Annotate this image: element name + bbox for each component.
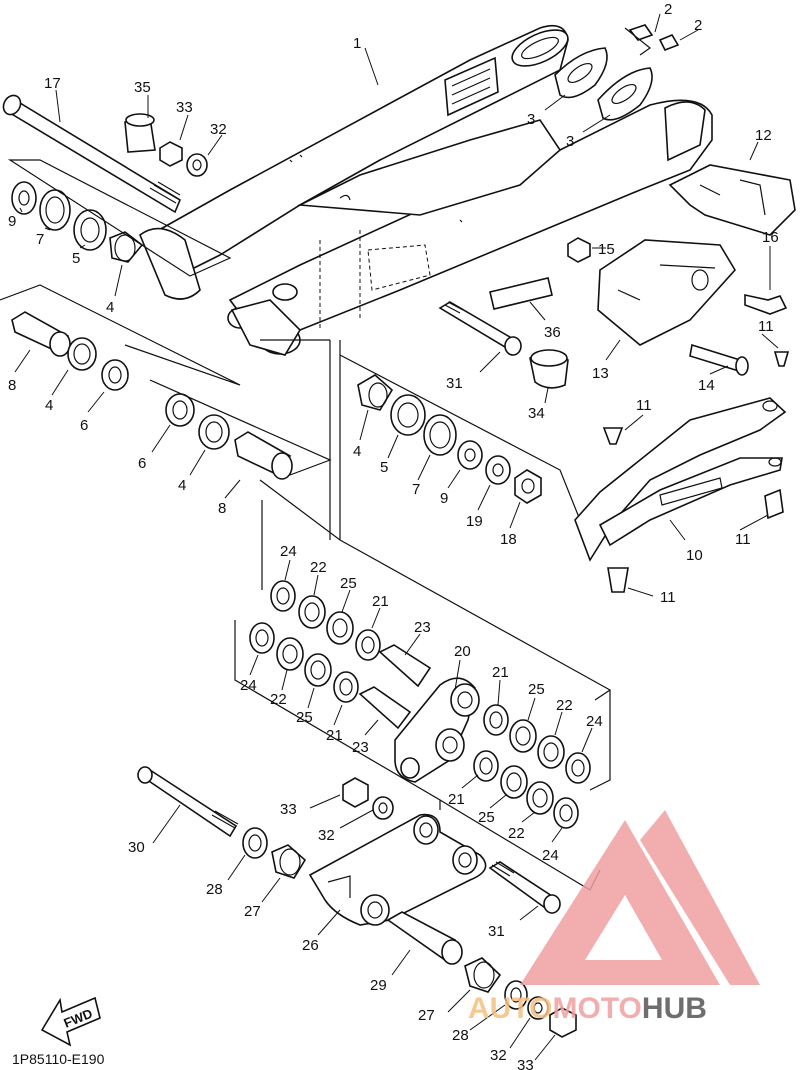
label-21a: 21 xyxy=(372,593,389,610)
label-28a: 28 xyxy=(206,881,223,898)
relay-arm-set xyxy=(234,500,611,829)
label-8a: 8 xyxy=(8,377,16,394)
label-24d: 24 xyxy=(542,847,559,864)
label-10: 10 xyxy=(686,547,703,564)
label-11c: 11 xyxy=(735,531,751,548)
label-22b: 22 xyxy=(270,691,287,708)
left-bearing-set xyxy=(0,113,332,480)
label-9a: 9 xyxy=(8,213,16,230)
label-17: 17 xyxy=(44,75,61,92)
label-4c: 4 xyxy=(178,477,186,494)
label-18: 18 xyxy=(500,531,517,548)
label-33a: 33 xyxy=(176,99,193,116)
label-29: 29 xyxy=(370,977,387,994)
watermark-text-auto: AUTO xyxy=(468,992,552,1025)
label-25a: 25 xyxy=(340,575,357,592)
label-21d: 21 xyxy=(448,791,465,808)
label-12: 12 xyxy=(755,127,772,144)
label-26: 26 xyxy=(302,937,319,954)
forward-direction-indicator: FWD xyxy=(40,996,101,1047)
label-21b: 21 xyxy=(326,727,343,744)
label-16: 16 xyxy=(762,229,779,246)
label-24c: 24 xyxy=(586,713,603,730)
label-28b: 28 xyxy=(452,1027,469,1044)
watermark-text-moto: MOTO xyxy=(552,992,641,1025)
label-33b: 33 xyxy=(280,801,297,818)
label-11b: 11 xyxy=(636,397,652,414)
label-11a: 11 xyxy=(758,318,774,335)
label-24b: 24 xyxy=(240,677,257,694)
label-24a: 24 xyxy=(280,543,297,560)
label-32a: 32 xyxy=(210,121,227,138)
label-19: 19 xyxy=(466,513,483,530)
label-9b: 9 xyxy=(440,490,448,507)
watermark-triangle-inner xyxy=(608,917,642,945)
label-13: 13 xyxy=(592,365,609,382)
label-6a: 6 xyxy=(80,417,88,434)
label-27a: 27 xyxy=(244,903,261,920)
chain-guide-part xyxy=(574,397,787,562)
label-7b: 7 xyxy=(412,481,420,498)
label-4a: 4 xyxy=(106,299,114,316)
label-5b: 5 xyxy=(380,459,388,476)
label-22c: 22 xyxy=(556,697,573,714)
diagram-code: 1P85110-E190 xyxy=(12,1051,105,1067)
label-25d: 25 xyxy=(478,809,495,826)
label-8b: 8 xyxy=(218,500,226,517)
watermark-text: AUTOMOTOHUB xyxy=(468,992,707,1025)
part-number-labels: 1 2 2 3 3 4 4 4 4 5 5 6 6 7 7 8 8 9 9 10… xyxy=(8,1,779,1070)
label-32c: 32 xyxy=(490,1047,507,1064)
label-35: 35 xyxy=(134,79,151,96)
label-5a: 5 xyxy=(72,250,80,267)
label-7a: 7 xyxy=(36,231,44,248)
label-3a: 3 xyxy=(527,111,535,128)
label-20: 20 xyxy=(454,643,471,660)
label-33c: 33 xyxy=(517,1057,534,1070)
label-22d: 22 xyxy=(508,825,525,842)
leader-lines xyxy=(14,13,779,1061)
label-1: 1 xyxy=(353,35,361,52)
label-2b: 2 xyxy=(694,17,702,34)
label-30: 30 xyxy=(128,839,145,856)
label-22a: 22 xyxy=(310,559,327,576)
label-31a: 31 xyxy=(446,375,463,392)
label-3b: 3 xyxy=(566,133,574,150)
label-31b: 31 xyxy=(488,923,505,940)
label-36: 36 xyxy=(544,324,561,341)
pivot-shaft-part xyxy=(2,94,182,214)
swingarm-part xyxy=(139,24,713,540)
label-4b: 4 xyxy=(45,397,53,414)
label-14: 14 xyxy=(698,377,715,394)
label-21c: 21 xyxy=(492,664,509,681)
label-2a: 2 xyxy=(664,1,672,18)
label-11d: 11 xyxy=(660,589,676,606)
label-34: 34 xyxy=(528,405,545,422)
chain-adjuster-set xyxy=(554,24,796,593)
label-23b: 23 xyxy=(352,739,369,756)
right-bearing-set xyxy=(259,277,612,701)
watermark-text-hub: HUB xyxy=(642,992,707,1025)
label-15: 15 xyxy=(598,241,615,258)
automotohub-watermark-logo: AUTOMOTOHUB xyxy=(468,810,760,1025)
label-27b: 27 xyxy=(418,1007,435,1024)
label-23a: 23 xyxy=(414,619,431,636)
label-25c: 25 xyxy=(528,681,545,698)
watermark-triangle-outer xyxy=(520,820,720,985)
label-32b: 32 xyxy=(318,827,335,844)
label-25b: 25 xyxy=(296,709,313,726)
label-6b: 6 xyxy=(138,455,146,472)
watermark-triangle-right xyxy=(640,810,760,985)
label-4d: 4 xyxy=(353,443,361,460)
